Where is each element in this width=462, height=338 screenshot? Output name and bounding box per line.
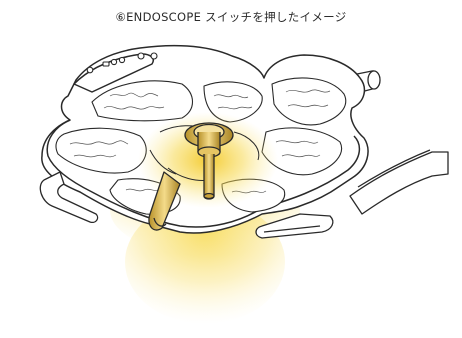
- control-panel-buttons: [86, 52, 158, 74]
- support-arm: [349, 149, 449, 215]
- figure-caption: ⑥ENDOSCOPE スイッチを押したイメージ: [115, 10, 347, 24]
- handle-right: [255, 213, 334, 239]
- reflector-texture: [69, 89, 331, 194]
- handle-front: [148, 171, 181, 231]
- endoscope-switch-hub: [184, 122, 234, 200]
- handle-left: [39, 171, 99, 224]
